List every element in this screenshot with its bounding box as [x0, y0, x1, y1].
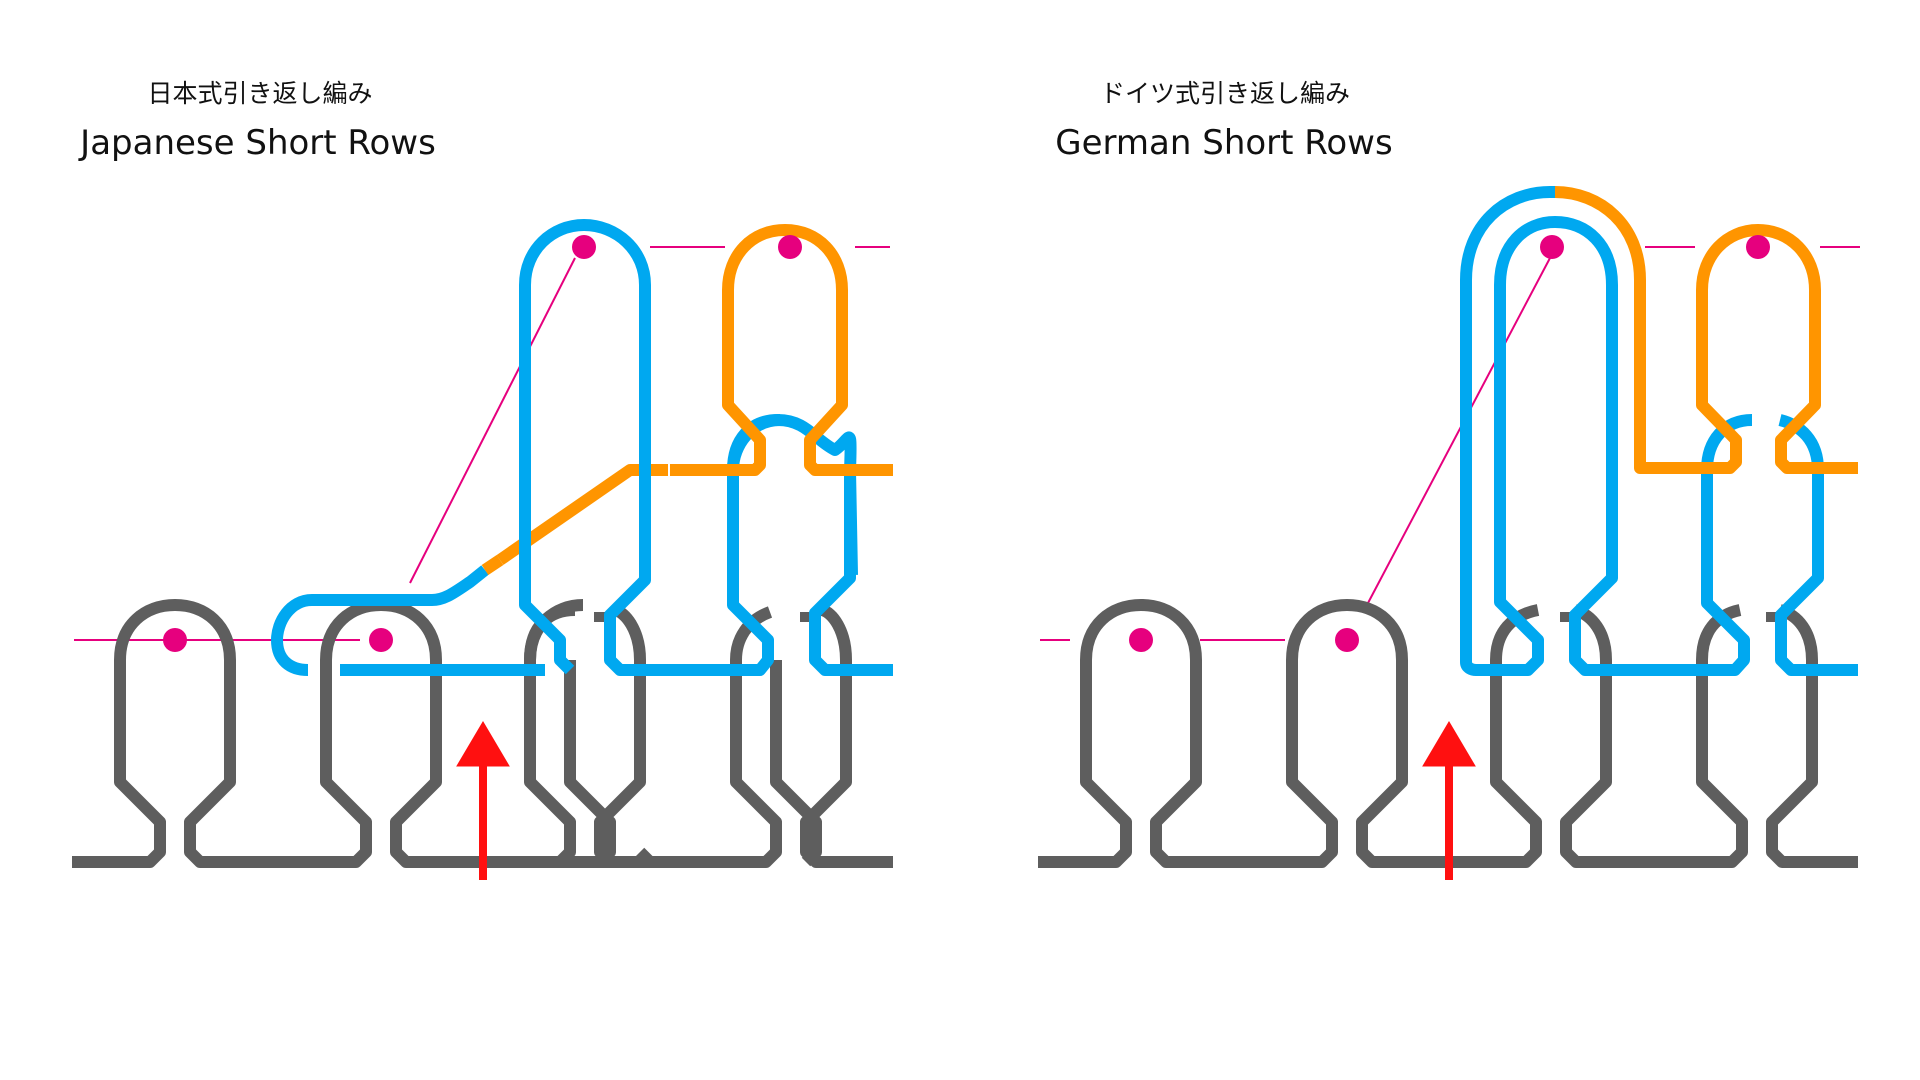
- panel-japanese: 日本式引き返し編み Japanese Short Rows: [72, 79, 893, 880]
- base-yarn-left: [72, 599, 576, 868]
- stitch-marker-g1: [1129, 628, 1153, 652]
- title-en-japanese: Japanese Short Rows: [78, 123, 436, 163]
- stitch-marker-3: [572, 235, 596, 259]
- panel-german: ドイツ式引き返し編み German Short Rows: [1038, 79, 1860, 880]
- orange-stitch-g: [1668, 224, 1858, 474]
- orange-double-outer: [1554, 186, 1668, 474]
- blue-right-stitch-g: [1775, 414, 1858, 676]
- orange-diagonal-short: [481, 555, 504, 575]
- stitch-marker-g3: [1540, 235, 1564, 259]
- title-jp-japanese: 日本式引き返し編み: [147, 79, 372, 108]
- stitch-marker-2: [369, 628, 393, 652]
- base-yarn-right-d: [1560, 612, 1778, 622]
- blue-double-outer: [1460, 186, 1556, 662]
- base-yarn-left-g: [612, 604, 646, 661]
- stitch-marker-4: [778, 235, 802, 259]
- base-yarn-right-b: [1560, 604, 1748, 868]
- blue-right-stitch-b: [727, 414, 893, 676]
- orange-diagonal: [496, 464, 668, 565]
- stitch-marker-1: [163, 628, 187, 652]
- base-yarn-right: [1038, 599, 1542, 868]
- blue-tall-loop: [519, 219, 700, 676]
- base-yarn-left-k: [594, 612, 812, 622]
- base-yarn-left-h: [594, 660, 766, 868]
- direction-arrow-g-head: [1422, 721, 1476, 767]
- base-yarn-left-i: [819, 604, 852, 661]
- title-jp-german: ドイツ式引き返し編み: [1100, 79, 1350, 108]
- direction-arrow-head: [456, 721, 510, 767]
- blue-right-stitch: [700, 414, 858, 676]
- guide-line-g-diagonal: [1367, 257, 1551, 604]
- orange-stitch: [670, 224, 893, 476]
- guide-line-diagonal: [409, 257, 576, 584]
- blue-double-inner: [1460, 216, 1753, 676]
- stitch-marker-g4: [1746, 235, 1770, 259]
- title-en-german: German Short Rows: [1055, 123, 1392, 163]
- blue-wrap-loop: [271, 565, 489, 676]
- base-yarn-left-j: [800, 660, 893, 868]
- base-yarn-left-c: [600, 606, 782, 868]
- stitch-marker-g2: [1335, 628, 1359, 652]
